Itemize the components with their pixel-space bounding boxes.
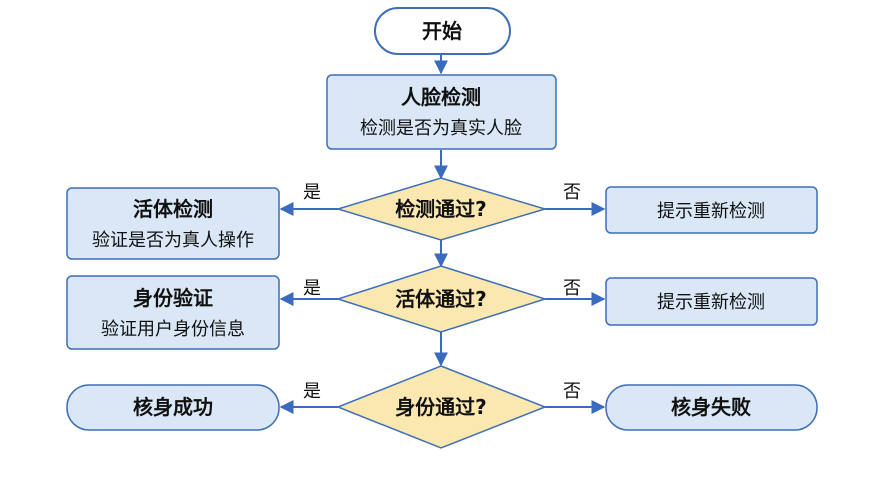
retry-2-node: 提示重新检测	[605, 277, 818, 326]
decision-1-label: 检测通过?	[395, 197, 487, 221]
liveness-node: 活体检测 验证是否为真人操作	[66, 187, 280, 260]
retry-2-label: 提示重新检测	[657, 292, 765, 313]
success-node: 核身成功	[66, 384, 280, 431]
label-yes-3: 是	[303, 381, 321, 402]
decision-2: 活体通过?	[335, 265, 548, 333]
identity-subtitle: 验证用户身份信息	[101, 319, 245, 340]
start-label: 开始	[422, 19, 462, 43]
identity-node: 身份验证 验证用户身份信息	[66, 275, 280, 350]
face-detect-title: 人脸检测	[401, 85, 481, 109]
label-no-1: 否	[563, 182, 581, 203]
retry-1-node: 提示重新检测	[605, 186, 818, 234]
label-no-3: 否	[563, 381, 581, 402]
liveness-title: 活体检测	[133, 197, 213, 221]
label-yes-2: 是	[303, 278, 321, 299]
retry-1-label: 提示重新检测	[657, 201, 765, 222]
failure-label: 核身失败	[671, 395, 751, 419]
decision-2-label: 活体通过?	[395, 287, 487, 311]
decision-3-label: 身份通过?	[395, 395, 487, 419]
start-node: 开始	[374, 7, 511, 55]
identity-title: 身份验证	[133, 286, 213, 310]
label-no-2: 否	[563, 278, 581, 299]
label-yes-1: 是	[303, 182, 321, 203]
decision-1: 检测通过?	[335, 177, 548, 241]
failure-node: 核身失败	[605, 384, 818, 431]
edges	[279, 55, 606, 414]
face-detect-subtitle: 检测是否为真实人脸	[360, 118, 522, 139]
face-detect-node: 人脸检测 检测是否为真实人脸	[326, 74, 557, 150]
decision-3: 身份通过?	[335, 365, 548, 449]
liveness-subtitle: 验证是否为真人操作	[92, 230, 254, 251]
success-label: 核身成功	[133, 395, 213, 419]
